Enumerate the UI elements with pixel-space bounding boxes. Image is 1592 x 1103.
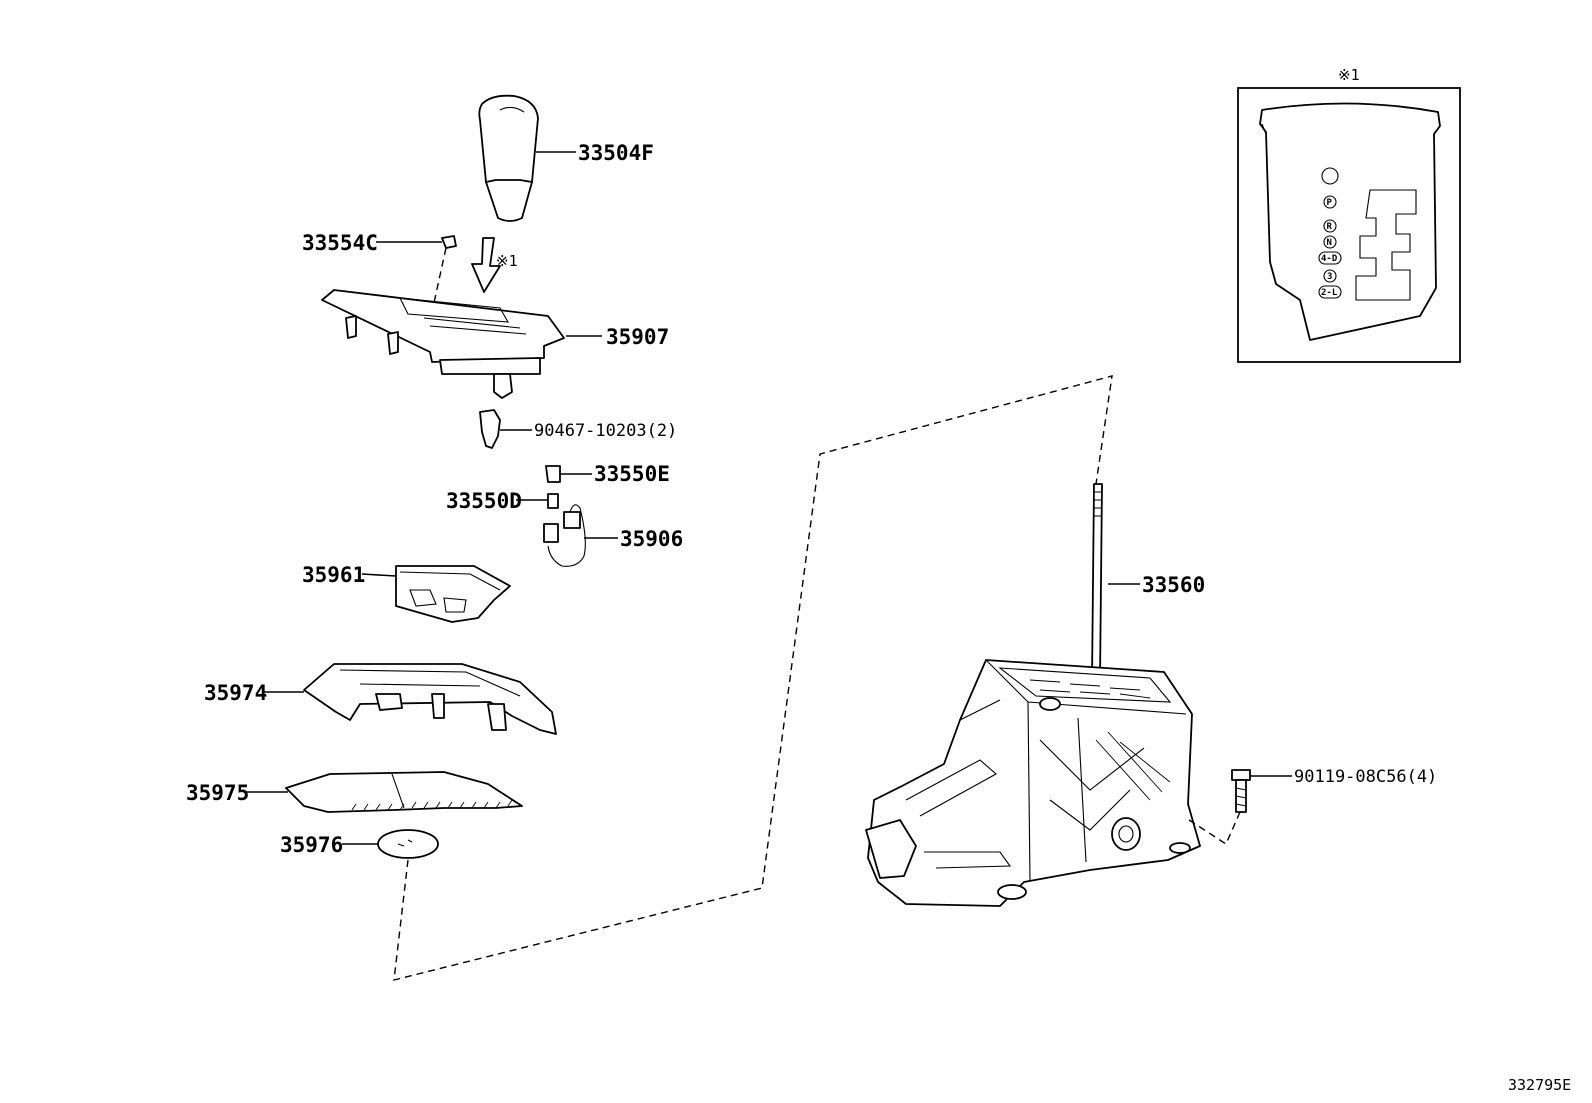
indicator-panel-part[interactable] <box>321 289 565 399</box>
illustration-number: 332795E <box>1508 1076 1571 1094</box>
clip-90467-part[interactable] <box>479 409 501 449</box>
label-35975: 35975 <box>186 781 249 805</box>
shift-knob-part[interactable] <box>478 94 539 222</box>
bulb-33550D-part[interactable] <box>547 493 559 509</box>
indicator-plate-detail: P R N 4-D 3 2-L <box>1259 102 1441 341</box>
wire-harness-35906-part[interactable] <box>543 504 586 567</box>
label-35974: 35974 <box>204 681 267 705</box>
shift-position-markers: P R N 4-D 3 2-L <box>1318 195 1342 299</box>
position-3: 3 <box>1327 272 1332 282</box>
label-90467: 90467-10203(2) <box>534 421 677 441</box>
dashed-line-bolt <box>1185 811 1241 846</box>
install-arrow-icon <box>471 237 501 293</box>
position-n: N <box>1327 238 1332 248</box>
position-2l: 2-L <box>1321 288 1338 298</box>
inset-note-ref: ※1 <box>1338 66 1360 84</box>
label-35961: 35961 <box>302 563 365 587</box>
bulb-cap-33550E-part[interactable] <box>545 465 561 483</box>
clip-33554C-part[interactable] <box>441 235 457 249</box>
assembly-boundary-line <box>393 375 1113 981</box>
position-r: R <box>1327 222 1333 232</box>
label-35976: 35976 <box>280 833 343 857</box>
disc-35976-part[interactable] <box>377 829 439 859</box>
shift-lever-assembly-33560-part[interactable] <box>865 483 1201 907</box>
label-33550E: 33550E <box>594 462 670 486</box>
dashed-line-33554C <box>427 247 447 331</box>
position-p: P <box>1327 198 1333 208</box>
console-cover-35974-part[interactable] <box>303 663 557 735</box>
label-33554C: 33554C <box>302 231 378 255</box>
label-90119: 90119-08C56(4) <box>1294 767 1437 787</box>
housing-35961-part[interactable] <box>395 565 511 623</box>
shutter-35975-part[interactable] <box>285 771 523 813</box>
arrow-note-ref: ※1 <box>496 252 518 270</box>
label-33550D: 33550D <box>446 489 522 513</box>
label-35907: 35907 <box>606 325 669 349</box>
leader-35961 <box>361 573 397 577</box>
bolt-90119-part[interactable] <box>1231 769 1251 813</box>
label-33504F: 33504F <box>578 141 654 165</box>
label-35906: 35906 <box>620 527 683 551</box>
label-33560: 33560 <box>1142 573 1205 597</box>
position-4d: 4-D <box>1321 254 1338 264</box>
